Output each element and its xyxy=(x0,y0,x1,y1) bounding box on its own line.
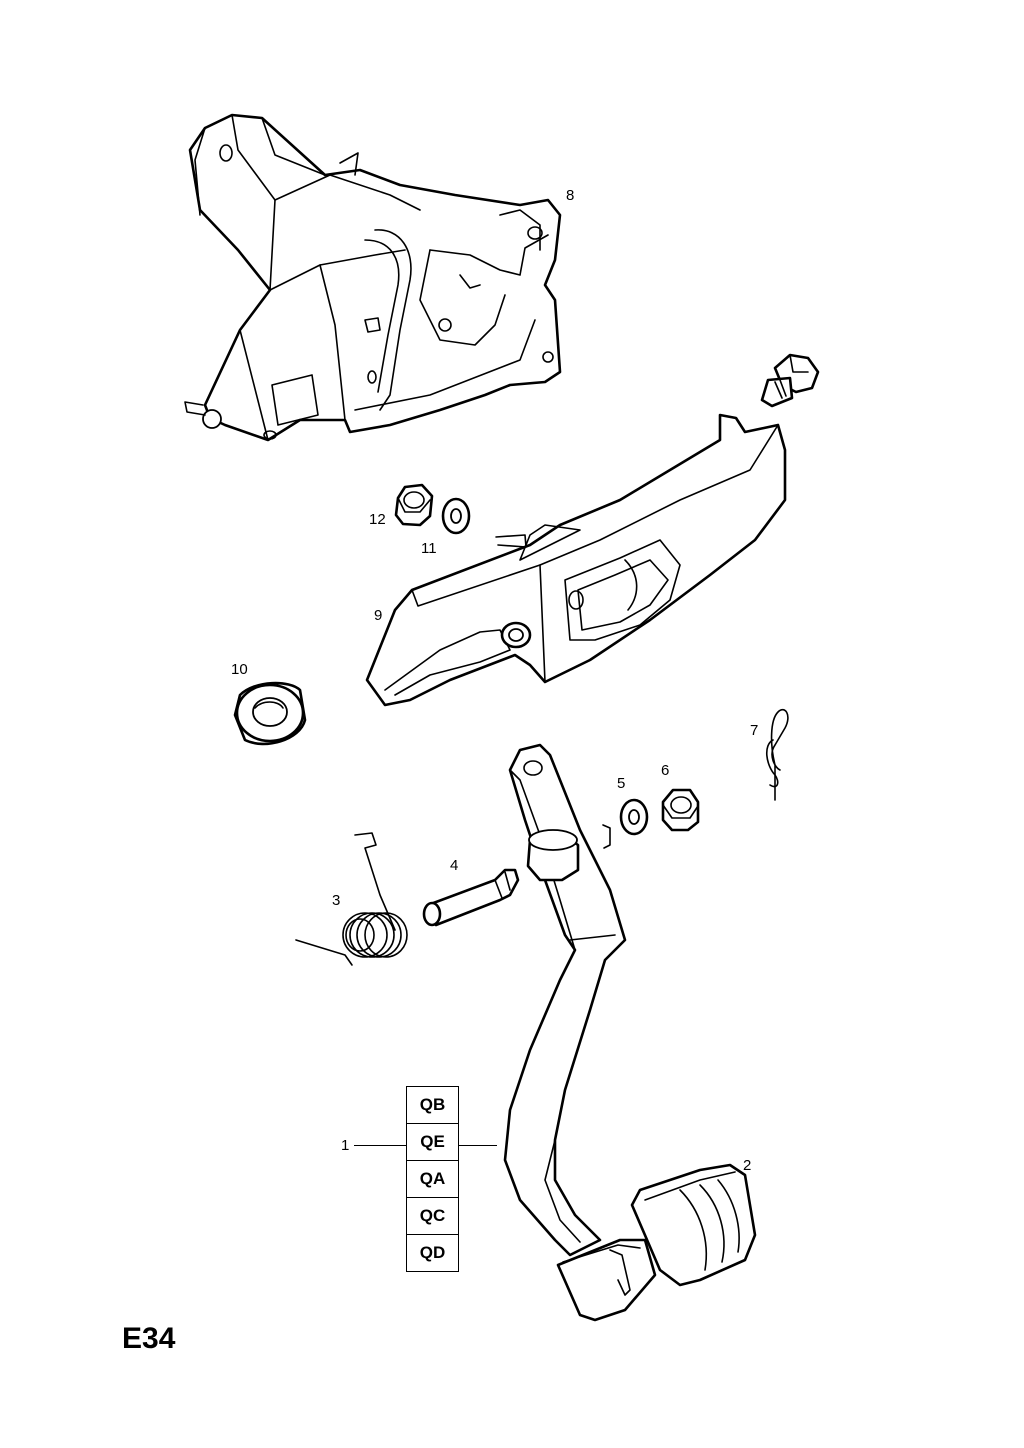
callout-12: 12 xyxy=(369,511,386,528)
part-12-nut[interactable] xyxy=(394,483,434,527)
page-code: E34 xyxy=(122,1322,176,1355)
variant-code-list: QB QE QA QC QD xyxy=(406,1086,459,1272)
variant-code[interactable]: QD xyxy=(407,1234,458,1271)
variant-code[interactable]: QC xyxy=(407,1197,458,1234)
variant-code[interactable]: QE xyxy=(407,1123,458,1160)
callout-1: 1 xyxy=(341,1137,350,1154)
callout-8: 8 xyxy=(566,187,575,204)
callout-2: 2 xyxy=(743,1157,752,1174)
callout-1-leader-left xyxy=(354,1145,406,1146)
part-11-washer[interactable] xyxy=(441,497,471,535)
part-6-nut[interactable] xyxy=(661,788,700,832)
part-9-pedal-support[interactable] xyxy=(365,413,787,707)
part-3-return-spring[interactable] xyxy=(295,832,408,966)
part-10-bush[interactable] xyxy=(233,681,307,746)
callout-1-leader-right xyxy=(457,1145,497,1146)
pedal-foot-plate[interactable] xyxy=(556,1238,657,1322)
variant-code[interactable]: QA xyxy=(407,1160,458,1197)
callout-9: 9 xyxy=(374,607,383,624)
callout-3: 3 xyxy=(332,892,341,909)
callout-6: 6 xyxy=(661,762,670,779)
part-8-pedal-bracket[interactable] xyxy=(184,113,562,442)
callout-7: 7 xyxy=(750,722,759,739)
variant-code[interactable]: QB xyxy=(419,1095,446,1114)
callout-4: 4 xyxy=(450,857,459,874)
bracket-bolt[interactable] xyxy=(760,353,820,408)
part-7-spring-clip[interactable] xyxy=(766,708,789,801)
callout-5: 5 xyxy=(617,775,626,792)
part-2-pedal-rubber[interactable] xyxy=(630,1163,757,1287)
part-1-pedal-arm[interactable] xyxy=(503,743,627,1257)
part-4-pivot-pin[interactable] xyxy=(422,868,520,927)
callout-11: 11 xyxy=(421,540,437,557)
callout-10: 10 xyxy=(231,661,248,678)
part-5-washer[interactable] xyxy=(619,798,649,836)
